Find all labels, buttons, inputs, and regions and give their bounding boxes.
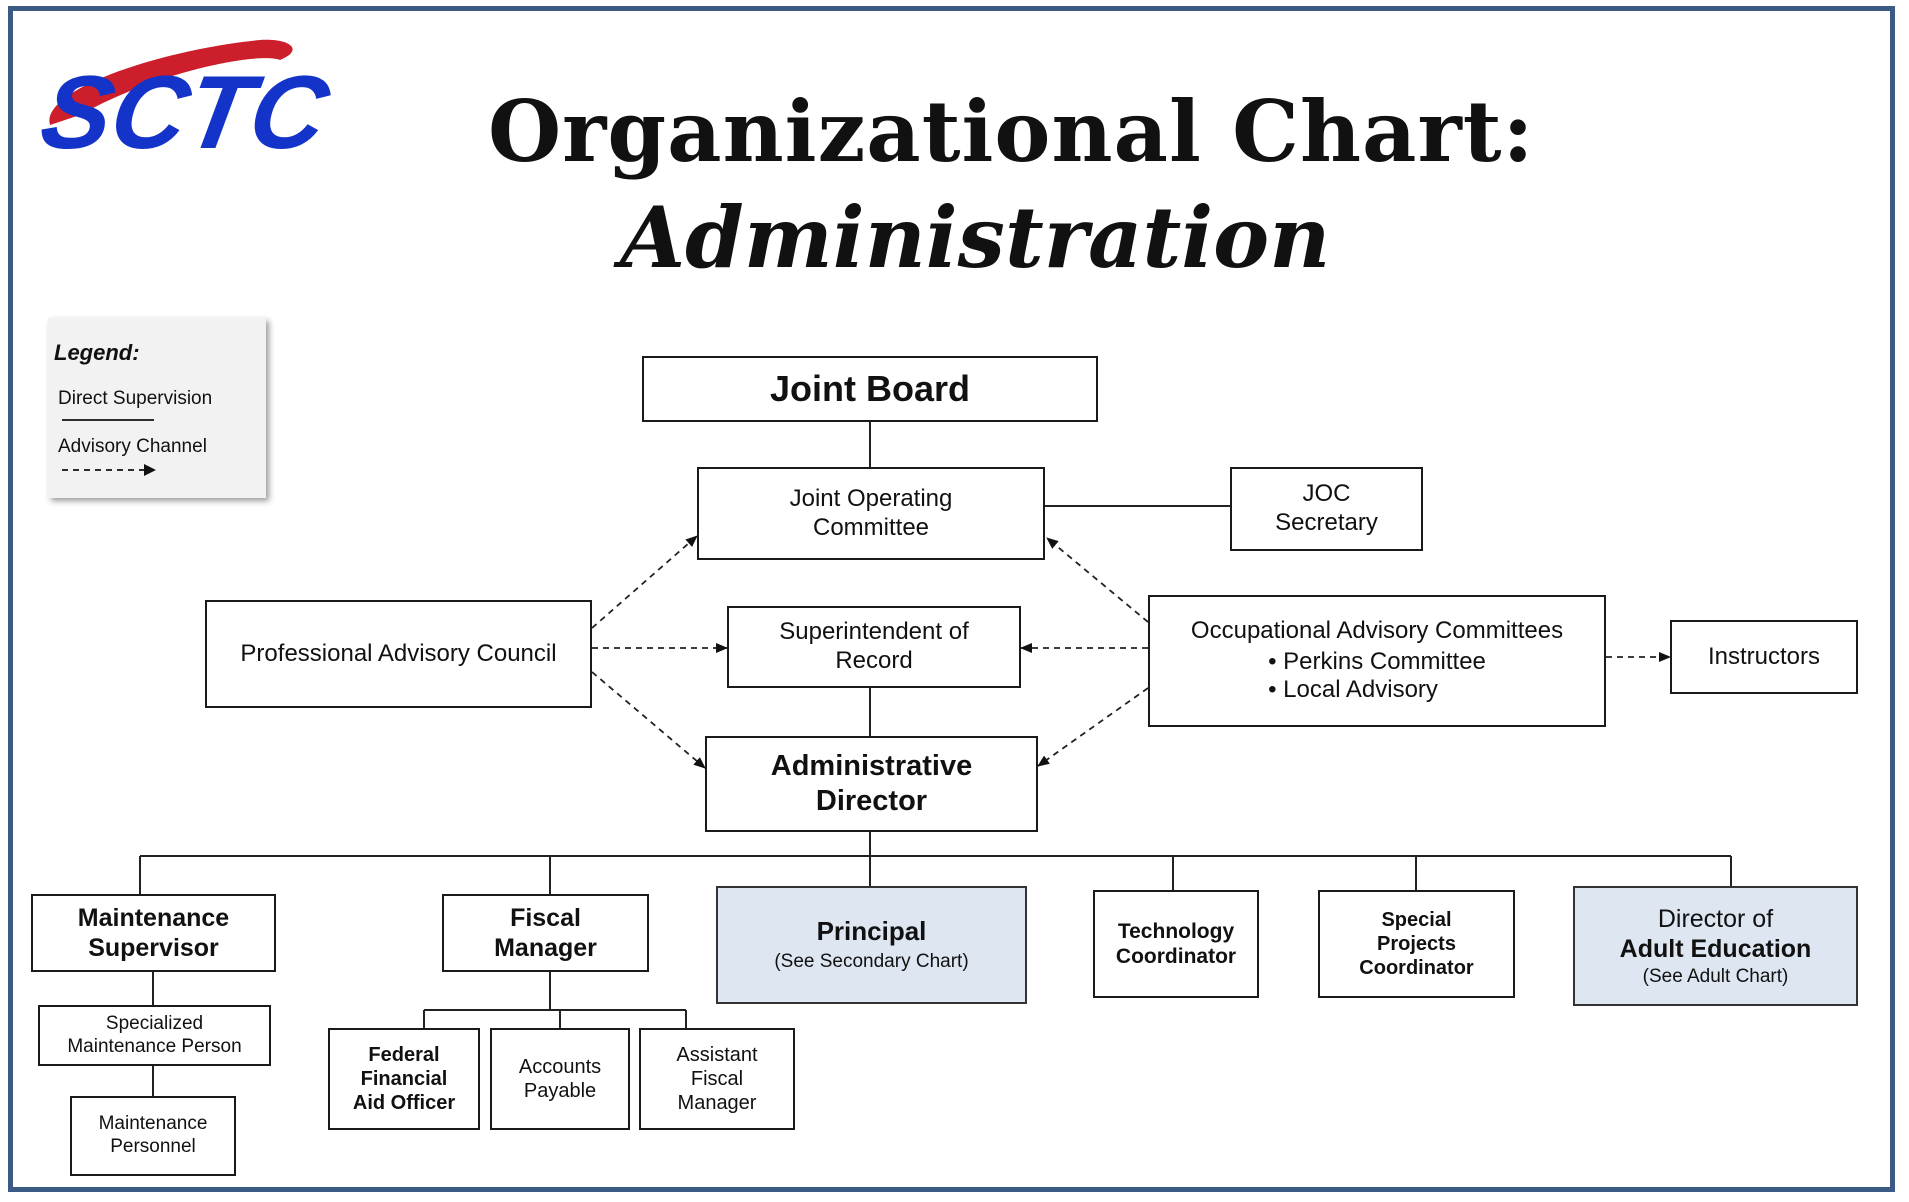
assistant-fiscal-line2: Fiscal: [690, 1068, 744, 1090]
fiscal-manager-line1: Fiscal: [510, 904, 581, 932]
maintenance-personnel-box: Maintenance Personnel: [70, 1096, 236, 1176]
joc-line1: Joint Operating: [789, 484, 953, 512]
legend-lines: [62, 419, 156, 476]
instructors-label: Instructors: [1707, 642, 1821, 670]
adult-ed-line1: Director of: [1657, 904, 1774, 933]
legend-advisory-label: Advisory Channel: [58, 436, 207, 457]
joint-board-box: Joint Board: [642, 356, 1098, 422]
accounts-payable-box: Accounts Payable: [490, 1028, 630, 1130]
logo-text: SCTC: [40, 55, 338, 160]
admin-director-line2: Director: [815, 785, 928, 817]
special-projects-line1: Special: [1381, 909, 1452, 931]
advisory-oac-joc: [1046, 537, 1149, 623]
special-projects-coordinator-box: Special Projects Coordinator: [1318, 890, 1515, 998]
page-title: Organizational Chart:: [488, 82, 1535, 181]
federal-aid-line3: Aid Officer: [352, 1092, 456, 1114]
joc-secretary-line2: Secretary: [1275, 509, 1378, 536]
assistant-fiscal-line1: Assistant: [676, 1044, 758, 1066]
joc-secretary-box: JOC Secretary: [1230, 467, 1423, 551]
advisory-pac-joc: [591, 535, 698, 629]
maintenance-supervisor-box: Maintenance Supervisor: [31, 894, 276, 972]
federal-financial-aid-box: Federal Financial Aid Officer: [328, 1028, 480, 1130]
accounts-payable-line2: Payable: [523, 1080, 597, 1102]
administrative-director-box: Administrative Director: [705, 736, 1038, 832]
federal-aid-line1: Federal: [368, 1044, 440, 1066]
professional-advisory-council-box: Professional Advisory Council: [205, 600, 592, 708]
sctc-logo: SCTC: [40, 39, 338, 160]
principal-note: (See Secondary Chart): [774, 951, 969, 973]
principal-box: Principal (See Secondary Chart): [716, 886, 1027, 1004]
occupational-bullet-perkins: Perkins Committee: [1268, 648, 1486, 677]
joc-secretary-line1: JOC: [1302, 480, 1351, 508]
technology-line1: Technology: [1117, 919, 1235, 943]
maintenance-supervisor-line2: Supervisor: [88, 934, 219, 962]
instructors-box: Instructors: [1670, 620, 1858, 694]
principal-title: Principal: [816, 916, 927, 946]
maintenance-personnel-line1: Maintenance: [98, 1113, 208, 1135]
special-projects-line2: Projects: [1377, 933, 1456, 955]
adult-ed-line2: Adult Education: [1619, 934, 1812, 963]
logo-swoosh: [49, 39, 293, 125]
fiscal-manager-box: Fiscal Manager: [442, 894, 649, 972]
accounts-payable-line1: Accounts: [518, 1056, 602, 1078]
occupational-advisory-title: Occupational Advisory Committees: [1190, 616, 1564, 644]
page-subtitle: Administration: [620, 188, 1331, 287]
specialized-maintenance-box: Specialized Maintenance Person: [38, 1005, 271, 1066]
joc-box: Joint Operating Committee: [697, 467, 1045, 560]
assistant-fiscal-line3: Manager: [677, 1092, 757, 1114]
technology-line2: Coordinator: [1115, 945, 1237, 968]
superintendent-line1: Superintendent of: [779, 618, 969, 646]
advisory-pac-admin: [591, 671, 706, 769]
legend: Legend: Direct Supervision Advisory Chan…: [48, 318, 266, 498]
specialized-maintenance-line1: Specialized: [105, 1012, 204, 1034]
page-frame: [8, 6, 1895, 1192]
occupational-bullet-list: Perkins Committee Local Advisory: [1268, 648, 1486, 706]
advisory-oac-admin: [1037, 687, 1149, 767]
professional-advisory-council-label: Professional Advisory Council: [240, 639, 557, 667]
joint-board-label: Joint Board: [769, 368, 970, 410]
maintenance-personnel-line2: Personnel: [110, 1136, 196, 1157]
legend-direct-label: Direct Supervision: [58, 388, 213, 409]
adult-ed-note: (See Adult Chart): [1642, 965, 1789, 987]
legend-title: Legend:: [54, 340, 140, 365]
assistant-fiscal-manager-box: Assistant Fiscal Manager: [639, 1028, 795, 1130]
occupational-advisory-box: Occupational Advisory Committees Perkins…: [1148, 595, 1606, 727]
occupational-bullet-local: Local Advisory: [1268, 676, 1486, 705]
fiscal-manager-line2: Manager: [494, 934, 597, 962]
maintenance-supervisor-line1: Maintenance: [77, 904, 230, 932]
specialized-maintenance-line2: Maintenance Person: [67, 1035, 242, 1057]
technology-coordinator-box: Technology Coordinator: [1093, 890, 1259, 998]
superintendent-line2: Record: [835, 647, 913, 674]
joc-line2: Committee: [812, 513, 930, 541]
adult-education-director-box: Director of Adult Education (See Adult C…: [1573, 886, 1858, 1006]
special-projects-line3: Coordinator: [1359, 957, 1474, 979]
legend-arrowhead: [144, 464, 156, 476]
superintendent-box: Superintendent of Record: [727, 606, 1021, 688]
admin-director-line1: Administrative: [770, 750, 973, 783]
federal-aid-line2: Financial: [360, 1068, 448, 1090]
